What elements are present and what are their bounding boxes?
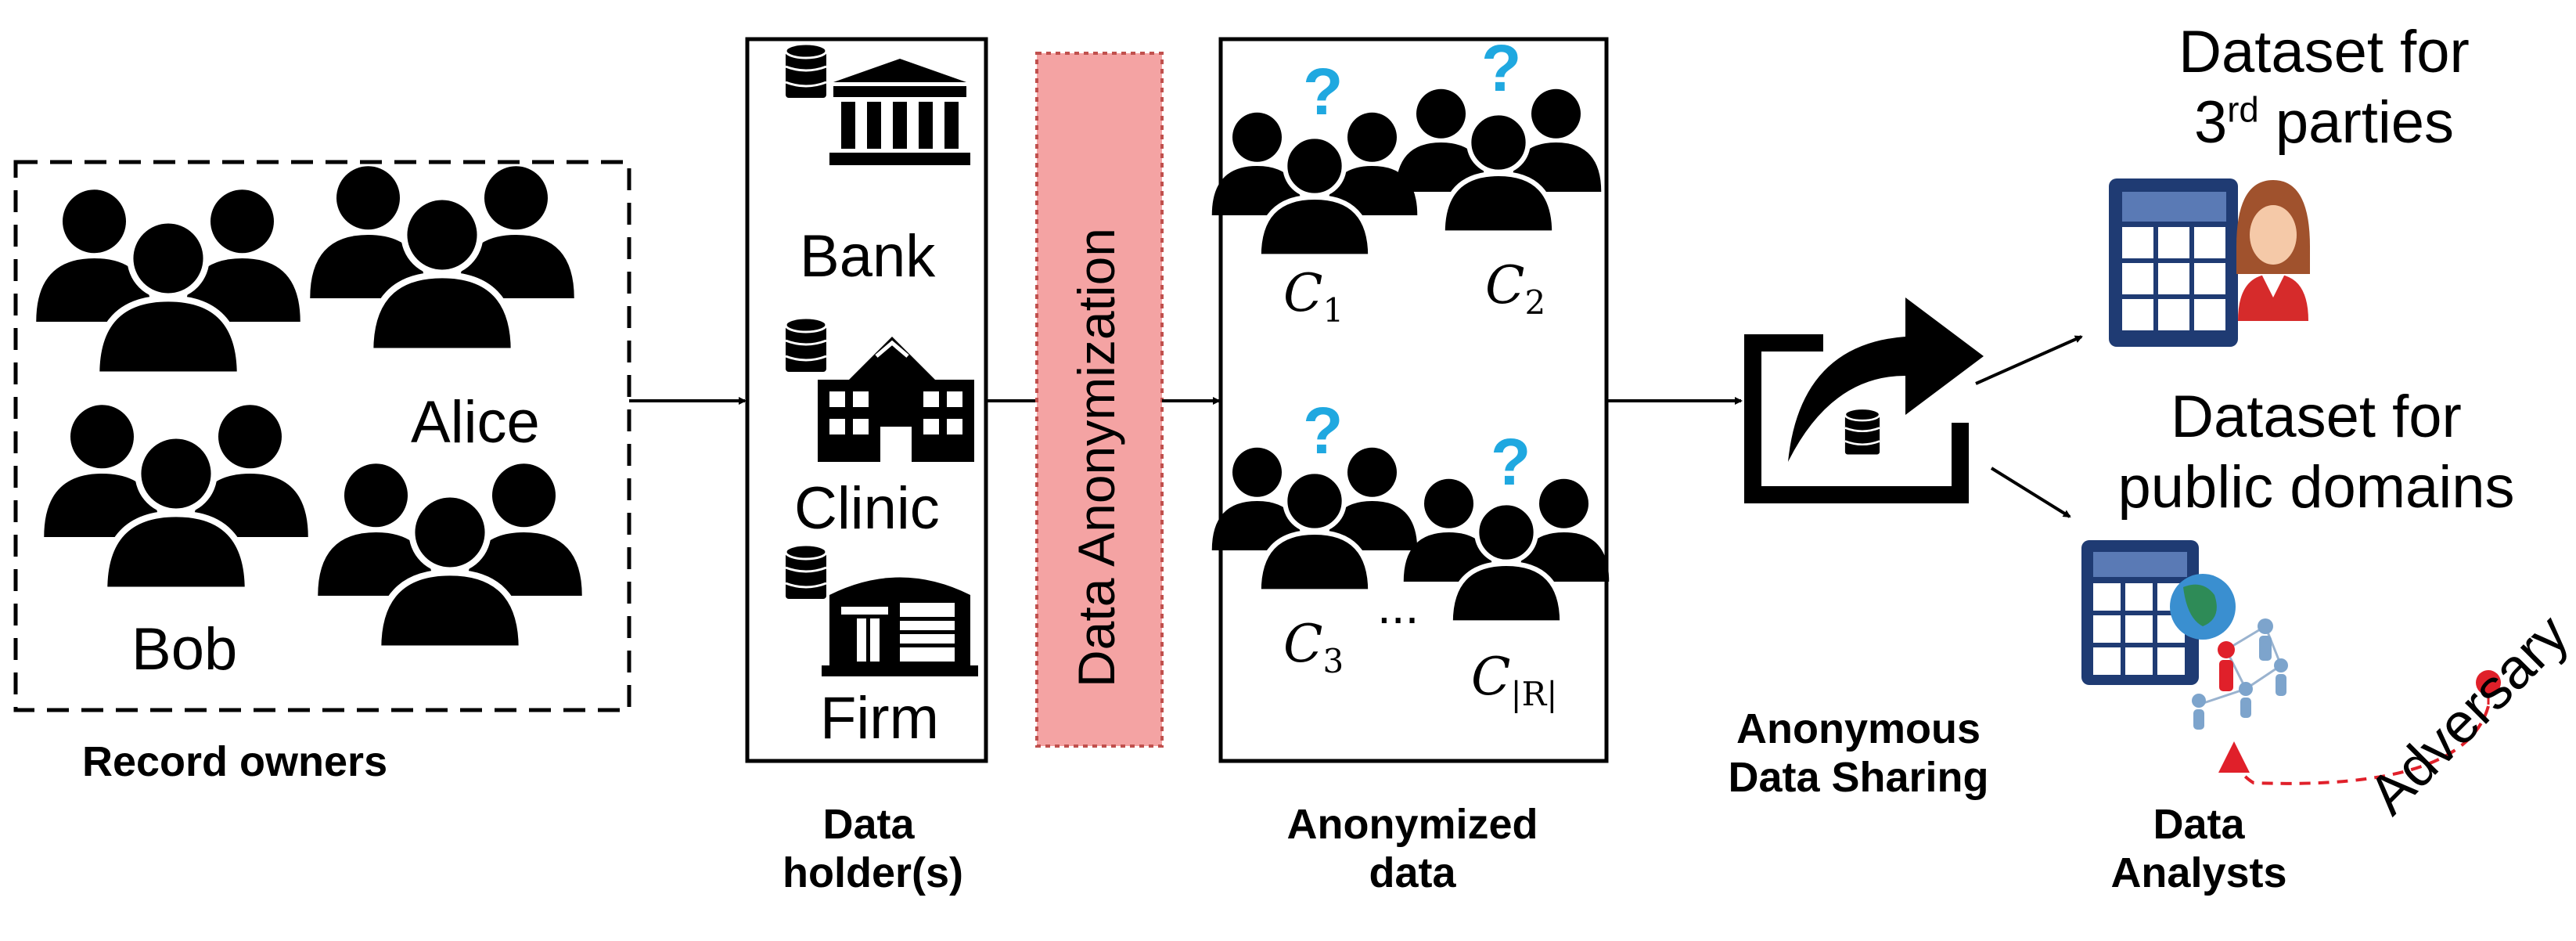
alice-label: Alice bbox=[411, 389, 540, 456]
network-person-blue-icons bbox=[2192, 618, 2288, 730]
arrow-to-third-parties bbox=[1975, 335, 2083, 385]
question-mark-cr: ? bbox=[1491, 425, 1531, 499]
network-person-red-icon bbox=[2218, 641, 2235, 691]
bob-label: Bob bbox=[131, 616, 238, 683]
firm-label: Firm bbox=[820, 685, 939, 752]
cluster-ellipsis: ... bbox=[1377, 578, 1419, 634]
question-mark-c3: ? bbox=[1303, 394, 1344, 467]
cluster-label-c1: C1 bbox=[1283, 263, 1344, 330]
cluster-label-c3: C3 bbox=[1283, 614, 1344, 681]
firm-icon bbox=[784, 543, 978, 676]
question-mark-c1: ? bbox=[1303, 55, 1344, 128]
question-mark-c2: ? bbox=[1481, 31, 1522, 105]
clinic-label: Clinic bbox=[794, 475, 940, 542]
bank-label: Bank bbox=[800, 223, 936, 290]
cluster-icons bbox=[1212, 89, 1610, 623]
third-parties-title: Dataset for 3rd parties bbox=[2178, 19, 2470, 156]
share-icon bbox=[1744, 297, 1984, 503]
data-anonymization-label: Data Anonymization bbox=[1067, 227, 1125, 687]
clinic-icon bbox=[784, 316, 974, 462]
record-owners-box bbox=[13, 160, 631, 712]
public-dataset-icon bbox=[2081, 540, 2236, 685]
record-owners-caption: Record owners bbox=[82, 738, 388, 785]
bank-icon bbox=[784, 42, 970, 165]
third-party-dataset-icon bbox=[2109, 178, 2310, 347]
cluster-label-c2: C2 bbox=[1485, 255, 1546, 323]
cluster-label-cr: C|R| bbox=[1471, 647, 1558, 714]
data-anonymization-band bbox=[1035, 52, 1164, 748]
adversary-arrow bbox=[2218, 670, 2501, 785]
arrow-to-public bbox=[1990, 467, 2071, 518]
